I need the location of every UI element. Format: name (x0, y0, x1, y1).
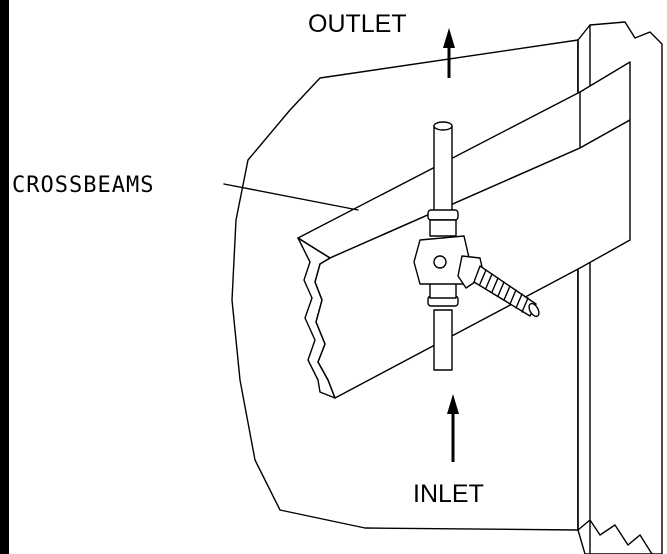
outlet-arrow (443, 28, 455, 78)
inlet-arrow (447, 394, 459, 462)
rod-threads (479, 269, 529, 313)
left-border-bar (0, 0, 9, 554)
inlet-label: INLET (413, 480, 484, 508)
crossbeams-leader (223, 183, 359, 211)
crossbeams-label: CROSSBEAMS (12, 173, 154, 198)
outlet-label: OUTLET (308, 10, 407, 38)
pipe-assembly (413, 121, 540, 371)
